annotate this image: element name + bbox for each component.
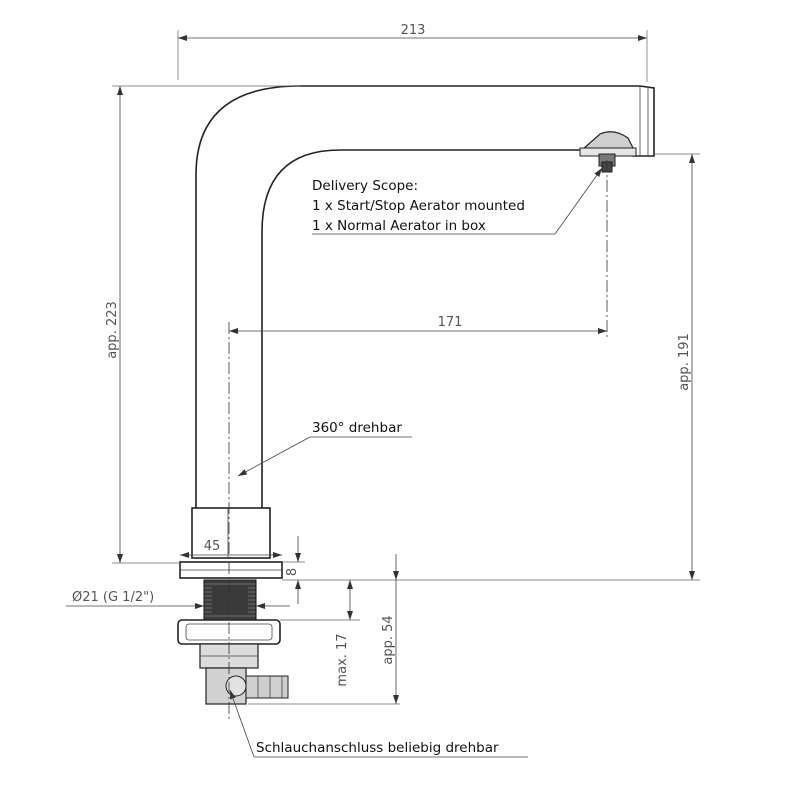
dim-max17-label: max. 17 [335,633,350,686]
dim-213-label: 213 [401,23,426,38]
delivery-line1: 1 x Start/Stop Aerator mounted [312,198,525,214]
dim-total-height: app. 223 [105,85,300,564]
hose-callout: Schlauchanschluss beliebig drehbar [229,689,528,758]
swivel-callout: 360° drehbar [237,420,412,477]
dim-base-diameter: 45 [180,539,282,558]
dim-spout-reach: 171 [229,315,607,334]
dim-below-mount: app. 54 [248,554,400,705]
dim-54-label: app. 54 [381,615,396,664]
hose-connector [205,667,289,705]
delivery-title: Delivery Scope: [312,178,418,194]
thread-shank [203,579,257,621]
dim-max-mount: max. 17 [280,580,360,687]
dim-223-label: app. 223 [105,301,120,359]
faucet-base [179,507,283,579]
dim-171-label: 171 [438,315,463,330]
dim-45-label: 45 [204,539,221,554]
dim-191-label: app. 191 [677,333,692,391]
aerator [579,131,637,173]
dim-overall-width: 213 [177,23,648,82]
swivel-label: 360° drehbar [312,420,402,436]
dim-base-height: 8 [282,536,305,604]
dim-8-label: 8 [285,568,300,576]
dim-spout-height: app. 191 [282,153,700,581]
delivery-scope-callout: Delivery Scope: 1 x Start/Stop Aerator m… [312,167,603,235]
dim-thread-label: Ø21 (G 1/2") [72,590,154,605]
faucet-body [195,85,655,508]
hose-label: Schlauchanschluss beliebig drehbar [256,740,499,756]
delivery-line2: 1 x Normal Aerator in box [312,218,486,234]
dim-thread: Ø21 (G 1/2") [66,590,290,609]
